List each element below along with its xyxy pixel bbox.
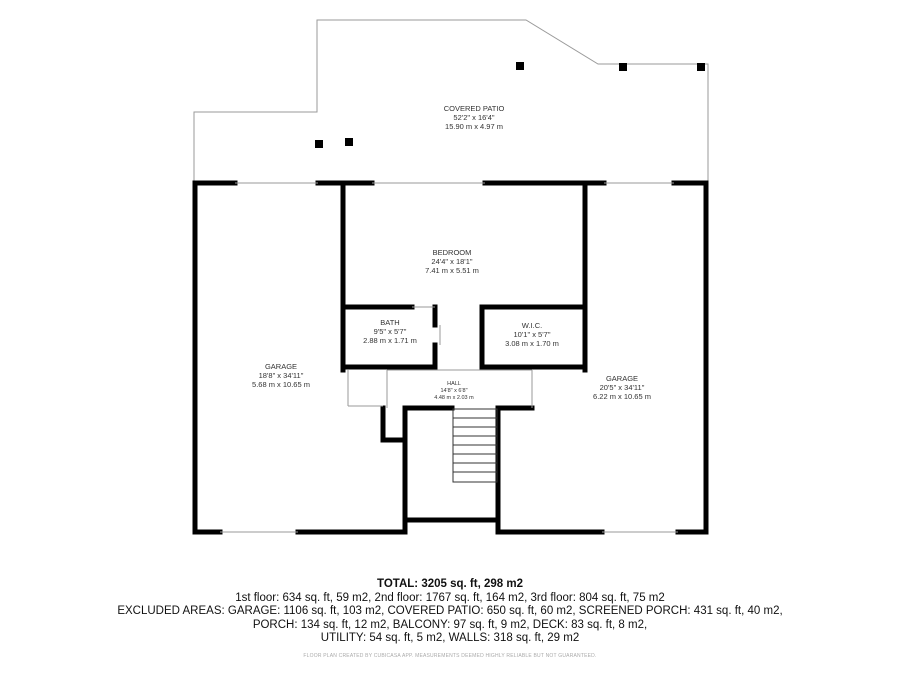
floor-plan [192, 19, 709, 535]
room-imperial: 52'2" x 16'4" [453, 113, 495, 122]
room-name: BEDROOM [432, 248, 472, 257]
patio-posts [315, 62, 705, 148]
floor-areas: 1st floor: 634 sq. ft, 59 m2, 2nd floor:… [235, 591, 665, 604]
excluded-areas-line-2: PORCH: 134 sq. ft, 12 m2, BALCONY: 97 sq… [252, 618, 648, 631]
room-label-hall: HALL 14'8" x 6'8" 4.48 m x 2.03 m [434, 381, 473, 402]
staircase [452, 408, 498, 483]
total-area: TOTAL: 3205 sq. ft, 298 m2 [377, 578, 523, 590]
room-metric: 5.68 m x 10.65 m [252, 380, 310, 389]
room-metric: 15.90 m x 4.97 m [445, 122, 503, 131]
room-imperial: 9'5" x 5'7" [373, 327, 407, 336]
room-label-covered-patio: COVERED PATIO 52'2" x 16'4" 15.90 m x 4.… [444, 104, 505, 131]
room-imperial: 10'1" x 5'7" [513, 330, 551, 339]
room-name: GARAGE [605, 374, 639, 383]
area-summary: TOTAL: 3205 sq. ft, 298 m2 1st floor: 63… [0, 578, 900, 646]
room-metric: 3.08 m x 1.70 m [505, 339, 559, 348]
room-name: BATH [380, 318, 400, 327]
room-label-garage-right: GARAGE 20'5" x 34'11" 6.22 m x 10.65 m [593, 374, 651, 401]
covered-patio-outline [193, 19, 709, 183]
walls [192, 180, 709, 535]
room-label-wic: W.I.C. 10'1" x 5'7" 3.08 m x 1.70 m [505, 321, 559, 348]
excluded-areas-line-1: EXCLUDED AREAS: GARAGE: 1106 sq. ft, 103… [117, 605, 783, 617]
room-name: GARAGE [264, 362, 298, 371]
room-label-bedroom: BEDROOM 24'4" x 18'1" 7.41 m x 5.51 m [425, 248, 479, 275]
excluded-areas-line-3: UTILITY: 54 sq. ft, 5 m2, WALLS: 318 sq.… [320, 632, 580, 644]
room-name: COVERED PATIO [443, 104, 505, 113]
room-imperial: 18'8" x 34'11" [258, 371, 304, 380]
room-imperial: 20'5" x 34'11" [599, 383, 645, 392]
room-metric: 4.48 m x 2.03 m [434, 395, 474, 401]
room-label-garage-left: GARAGE 18'8" x 34'11" 5.68 m x 10.65 m [252, 362, 310, 389]
room-imperial: 14'8" x 6'8" [440, 388, 468, 394]
room-name: W.I.C. [521, 321, 543, 330]
room-metric: 6.22 m x 10.65 m [593, 392, 651, 401]
disclaimer-footer: FLOOR PLAN CREATED BY CUBICASA APP. MEAS… [303, 653, 597, 659]
room-imperial: 24'4" x 18'1" [431, 257, 473, 266]
room-metric: 7.41 m x 5.51 m [425, 266, 479, 275]
room-name: HALL [447, 381, 461, 387]
thin-lines [220, 182, 678, 533]
room-label-bath: BATH 9'5" x 5'7" 2.88 m x 1.71 m [363, 318, 417, 345]
room-metric: 2.88 m x 1.71 m [363, 336, 417, 345]
